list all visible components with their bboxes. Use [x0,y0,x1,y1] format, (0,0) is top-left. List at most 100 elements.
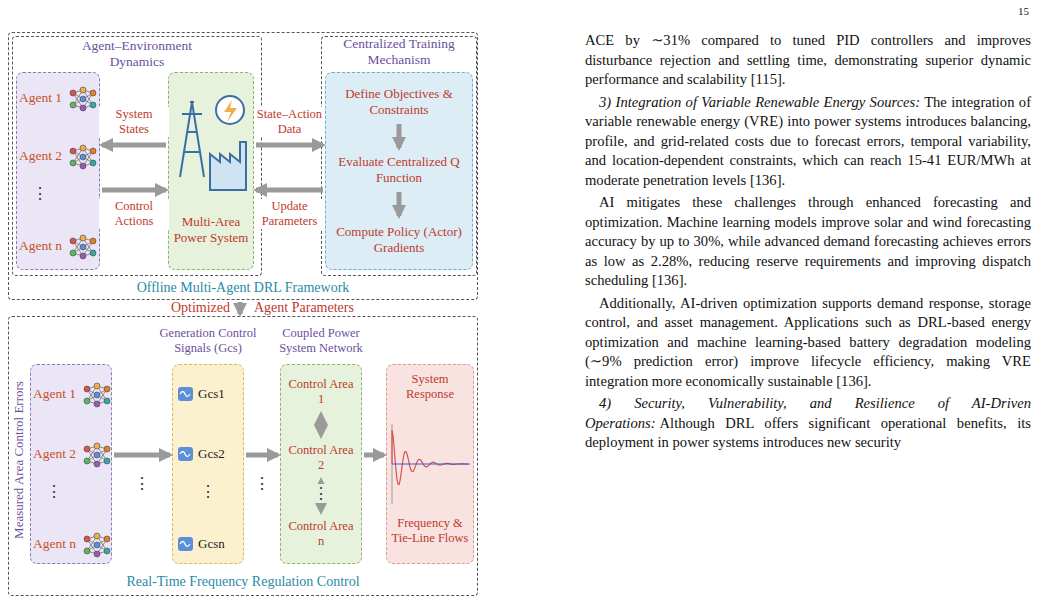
network-neuron [80,154,86,160]
network-neuron [84,536,90,542]
network-neuron [94,542,100,548]
node-text: Agent n [19,238,71,254]
network-neuron [90,102,96,108]
node-text: Gcsn [198,536,240,552]
node-text: ⋮ [200,482,216,501]
network-neuron [80,253,86,259]
paragraph: Additionally, AI-driven optimization sup… [585,294,1031,392]
node-text: System Response [388,372,472,402]
signal-icon [178,537,193,551]
flow-arrow [102,143,166,148]
diagram-node: Agent 1 Agent 2 ⋮ Agent n Multi-Area Power S… [12,36,262,276]
body-text: ACE by ∼31% compared to tuned PID contro… [585,32,1031,87]
network-neuron [94,392,100,398]
diagram-node: Evaluate Centralized Q Function [333,150,465,190]
network-neuron [70,102,76,108]
free-label: ⋮ [254,474,270,493]
node-text: ⋮ [313,484,329,503]
node-text: Control Area 2 [286,443,356,473]
signal-wave [180,542,190,547]
flow-arrow [320,414,322,436]
network-neuron [70,238,76,244]
diagram-node: Compute Policy (Actor) Gradients [333,218,465,262]
body-text: Additionally, AI-driven optimization sup… [585,295,1031,389]
network-neuron [80,235,86,241]
network-neuron [104,386,110,392]
node-text: Frequency & Tie-Line Flows [388,516,472,546]
network-neuron [70,148,76,154]
node-text: Agent 1 [19,90,71,106]
signal-wave [180,452,190,457]
network-neuron [84,446,90,452]
diagram-node: Define Objectives & ConstraintsEvaluate … [325,72,473,270]
text-column: ACE by ∼31% compared to tuned PID contro… [585,31,1031,456]
node-text: Agent 2 [19,148,71,164]
paragraph: 3) Integration of Variable Renewable Ene… [585,93,1031,191]
node-text: Evaluate Centralized Q Function [333,154,465,185]
power-plant [210,142,246,190]
flow-arrow [114,453,170,458]
edge-label: State–Action Data [255,107,325,137]
network-neuron [94,551,100,557]
transmission-tower [180,102,204,177]
paragraph: ACE by ∼31% compared to tuned PID contro… [585,31,1031,90]
diagram-node: Agent 1Agent 2⋮Agent n [30,364,112,564]
node-text: ⋮ [46,482,62,501]
edge-label: Control Actions [99,199,169,229]
section-heading: 3) Integration of Variable Renewable Ene… [599,94,920,110]
node-text: Control Area n [286,519,356,549]
free-label: ⋮ [134,474,150,493]
node-text: Agent n [33,536,85,552]
diagram-node: Multi-Area Power System [168,72,254,270]
diagram-node: Control Area n [286,514,356,554]
diagram-node: Control Area 1 [286,372,356,412]
node-text: Agent–Environment Dynamics [62,38,212,70]
network-neuron [104,446,110,452]
power-symbol [216,96,244,124]
network-neuron [94,443,100,449]
body-text: AI mitigates these challenges through en… [585,194,1031,288]
flow-arrow [256,188,323,193]
network-neuron [104,458,110,464]
free-label: Measured Area Control Errors [11,374,27,546]
flow-arrow [397,192,402,216]
edge-label: System States [99,107,169,137]
flow-arrow [364,453,384,458]
network-neuron [104,548,110,554]
flow-arrow [256,143,323,148]
network-neuron [80,145,86,151]
network-neuron [80,163,86,169]
node-text: Coupled Power System Network [266,326,376,356]
network-neuron [90,148,96,154]
network-neuron [94,461,100,467]
node-text: Offline Multi-Agent DRL Framework [8,280,478,297]
flow-arrow [238,302,243,314]
tie-line-trace [392,463,470,464]
network-neuron [84,548,90,554]
network-neuron [104,536,110,542]
paragraph: 4) Security, Vulnerability, and Resilien… [585,394,1031,453]
node-text: Gcs1 [198,386,240,402]
network-neuron [80,244,86,250]
network-neuron [90,160,96,166]
network-neuron [94,533,100,539]
node-text: Control Area 1 [286,377,356,407]
diagram-node: System ResponseFrequency & Tie-Line Flow… [386,364,474,564]
diagram-node: Agent 1 Agent 2 ⋮ Agent n [16,72,100,270]
network-neuron [104,398,110,404]
paragraph: AI mitigates these challenges through en… [585,193,1031,291]
network-neuron [80,87,86,93]
network-neuron [90,90,96,96]
free-label: 15 [1018,5,1029,17]
node-text: Generation Control Signals (Gcs) [150,326,266,356]
flow-arrow [397,124,402,148]
network-neuron [90,238,96,244]
diagram-node: Agent 1 Agent 2 ⋮ Agent n Multi-Area Power S… [8,32,478,300]
node-text: Compute Policy (Actor) Gradients [333,224,465,255]
flow-arrow [246,453,278,458]
node-text: Real-Time Frequency Regulation Control [8,574,478,591]
network-neuron [94,452,100,458]
node-text: ⋮ [32,184,48,203]
lightning-bolt [224,100,237,122]
network-neuron [84,458,90,464]
